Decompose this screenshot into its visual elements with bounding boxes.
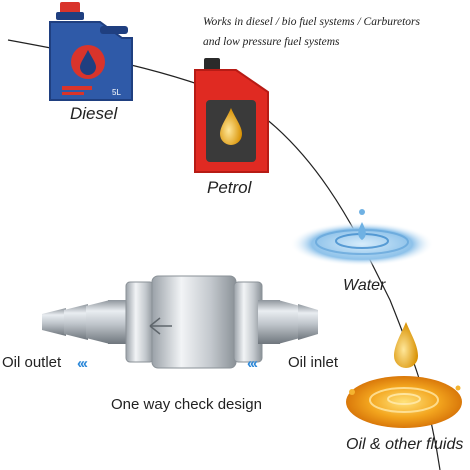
description-line: and low pressure fuel systems xyxy=(203,36,340,48)
label-diesel: Diesel xyxy=(70,104,118,123)
label-water: Water xyxy=(343,277,386,294)
diesel-can-text: 5L xyxy=(112,88,121,97)
description-line: Works in diesel / bio fuel systems / Car… xyxy=(203,16,421,28)
check-valve-icon xyxy=(42,275,318,369)
label-oil-outlet: Oil outlet xyxy=(2,354,62,371)
oil-splash-icon xyxy=(346,322,462,428)
inlet-flow-arrows-icon: ‹‹‹ xyxy=(247,355,258,372)
description: Works in diesel / bio fuel systems / Car… xyxy=(203,12,420,52)
label-design: One way check design xyxy=(111,396,262,413)
petrol-can-icon xyxy=(194,58,269,173)
label-petrol: Petrol xyxy=(207,178,252,197)
label-oil-inlet: Oil inlet xyxy=(288,354,339,371)
label-oil-fluids: Oil & other fluids xyxy=(346,436,464,453)
outlet-flow-arrows-icon: ‹‹‹ xyxy=(77,355,88,372)
diesel-can-icon: 5L xyxy=(49,2,133,101)
water-splash-icon xyxy=(290,209,434,266)
